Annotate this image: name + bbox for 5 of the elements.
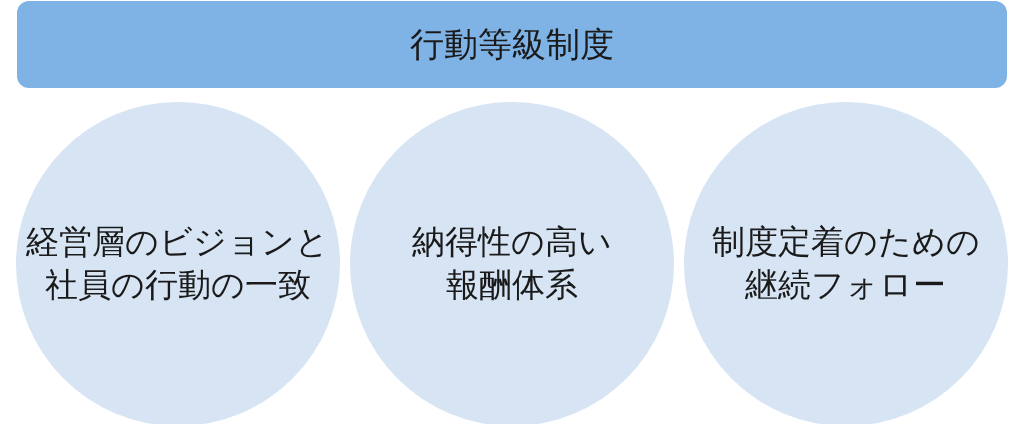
circle-text: 経営層のビジョンと社員の行動の一致 [25, 221, 331, 306]
header-title: 行動等級制度 [410, 24, 614, 65]
circle-text: 納得性の高い報酬体系 [411, 221, 613, 306]
header-bar [17, 1, 1007, 88]
circle-text: 制度定着のための継続フォロー [711, 221, 981, 306]
